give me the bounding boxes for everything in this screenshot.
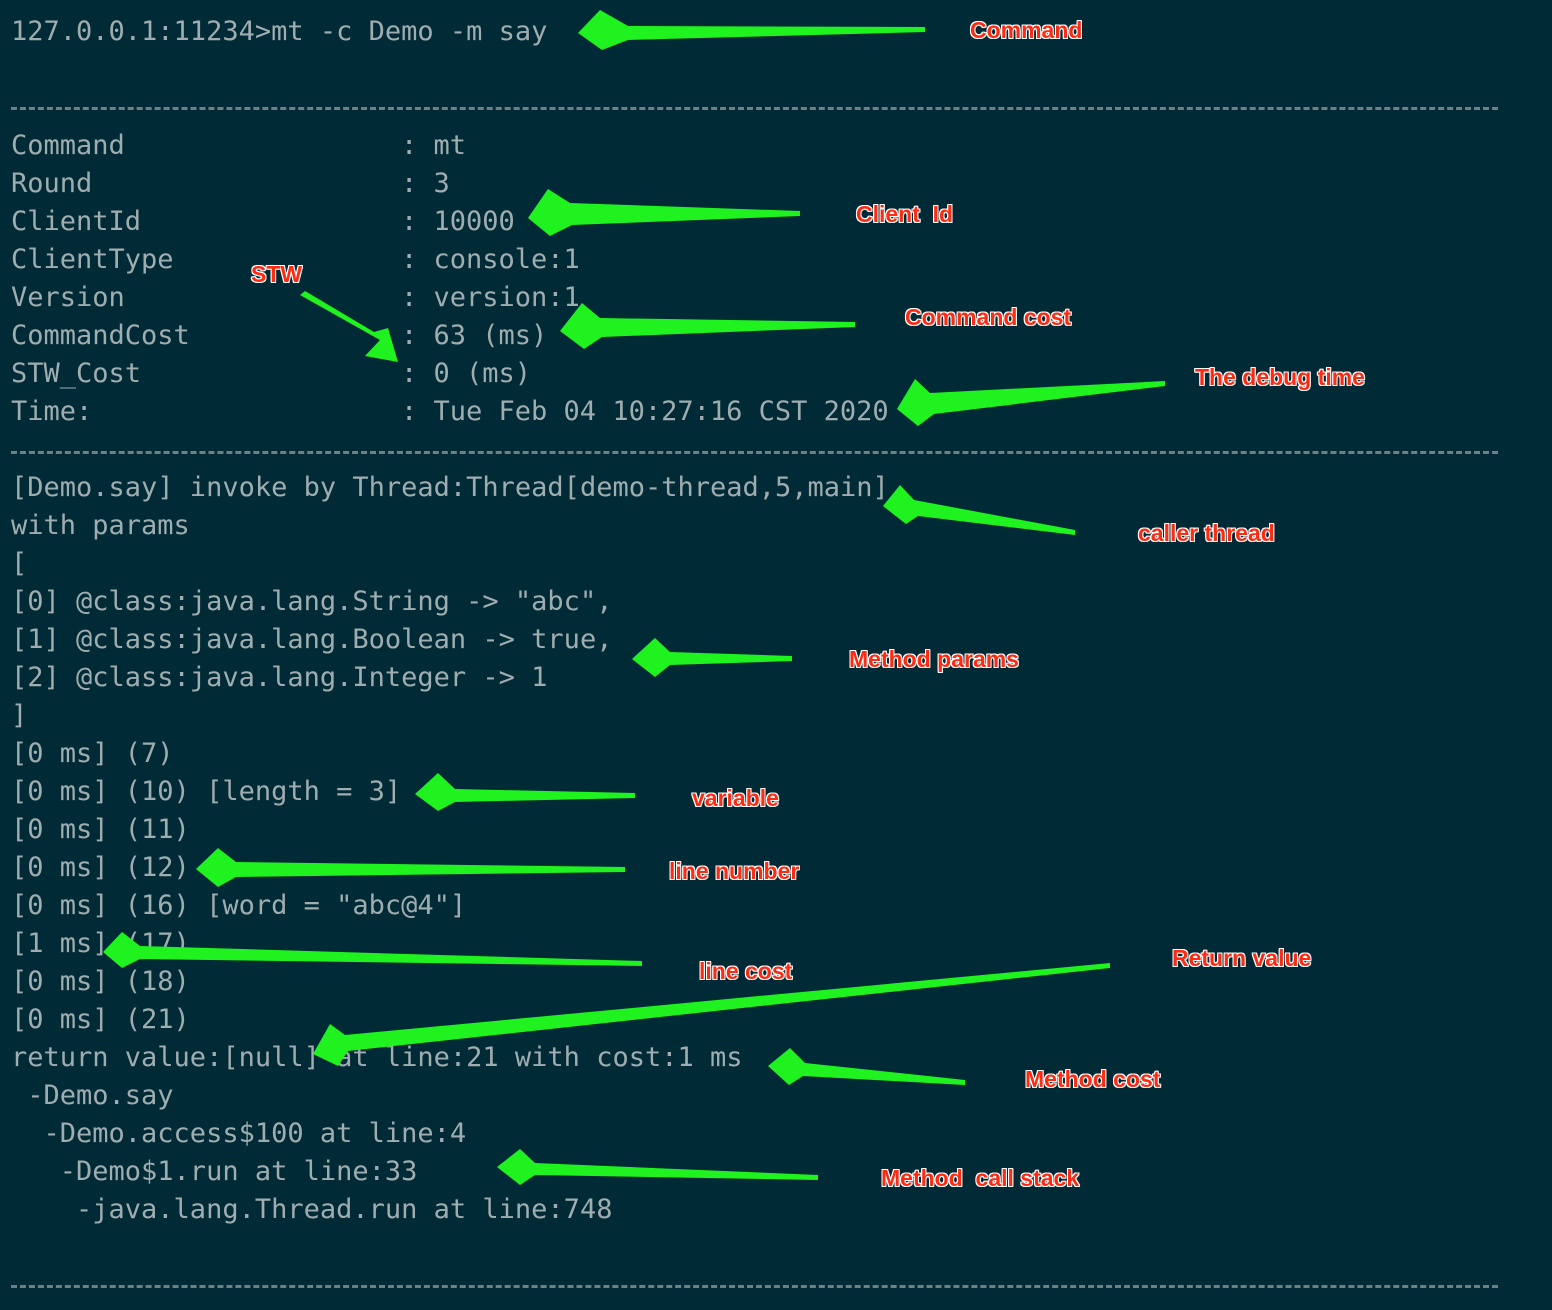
output-line: -Demo.say: [11, 1080, 174, 1111]
annotation-debug-time: The debug time: [1195, 364, 1365, 390]
header-key: Time:: [11, 396, 93, 427]
arrow-return-value-icon: [313, 963, 1110, 1066]
output-line: [2] @class:java.lang.Integer -> 1: [11, 662, 548, 693]
header-row: STW_Cost : 0 (ms): [11, 355, 531, 393]
annotation-line-cost: line cost: [699, 958, 793, 984]
header-row: ClientId : 10000: [11, 203, 515, 241]
annotation-stw: STW: [251, 261, 303, 287]
header-key: Version: [11, 282, 125, 313]
annotation-caller-thread: caller thread: [1138, 520, 1275, 546]
header-key: Round: [11, 168, 93, 199]
output-line: -java.lang.Thread.run at line:748: [11, 1194, 613, 1225]
arrow-command-icon: [578, 10, 925, 50]
output-line: [Demo.say] invoke by Thread:Thread[demo-…: [11, 472, 889, 503]
annotation-variable: variable: [692, 785, 779, 811]
arrow-line-cost-icon: [103, 932, 642, 968]
header-row: Time: : Tue Feb 04 10:27:16 CST 2020: [11, 393, 889, 431]
output-line: [0 ms] (11): [11, 814, 190, 845]
output-line: [0 ms] (12): [11, 852, 190, 883]
output-line: -Demo$1.run at line:33: [11, 1156, 418, 1187]
output-line: [0] @class:java.lang.String -> "abc",: [11, 586, 613, 617]
separator-bottom: [11, 1285, 1498, 1288]
annotation-command: Command: [970, 17, 1083, 43]
header-row: Command : mt: [11, 127, 466, 165]
annotation-method-params: Method params: [849, 646, 1019, 672]
header-value: : console:1: [401, 244, 580, 275]
annotation-method-cost: Method cost: [1025, 1066, 1161, 1092]
separator-top: [11, 107, 1498, 110]
header-value: : 3: [401, 168, 450, 199]
output-line: -Demo.access$100 at line:4: [11, 1118, 467, 1149]
arrow-method-params-icon: [632, 638, 792, 677]
annotation-command-cost: Command cost: [905, 304, 1072, 330]
arrow-call-stack-icon: [497, 1149, 818, 1185]
annotation-return-value: Return value: [1172, 945, 1312, 971]
annotation-line-number: line number: [669, 858, 800, 884]
header-value: : 0 (ms): [401, 358, 532, 389]
output-line: [0 ms] (18): [11, 966, 190, 997]
output-line: [1] @class:java.lang.Boolean -> true,: [11, 624, 613, 655]
header-row: ClientType : console:1: [11, 241, 580, 279]
arrow-variable-icon: [415, 773, 635, 811]
annotation-call-stack: Method call stack: [881, 1165, 1080, 1191]
arrow-method-cost-icon: [768, 1048, 965, 1085]
output-line: with params: [11, 510, 190, 541]
header-value: : Tue Feb 04 10:27:16 CST 2020: [401, 396, 889, 427]
header-value: : 63 (ms): [401, 320, 548, 351]
arrow-client-id-icon: [528, 189, 800, 236]
header-key: ClientId: [11, 206, 142, 237]
header-row: Version : version:1: [11, 279, 580, 317]
annotation-client-id: Client Id: [856, 201, 954, 227]
header-key: ClientType: [11, 244, 174, 275]
header-value: : 10000: [401, 206, 515, 237]
output-line: [0 ms] (16) [word = "abc@4"]: [11, 890, 467, 921]
output-line: [0 ms] (10) [length = 3]: [11, 776, 402, 807]
output-line: ]: [11, 700, 28, 731]
header-key: Command: [11, 130, 125, 161]
arrow-caller-thread-icon: [883, 485, 1075, 535]
output-line: [0 ms] (7): [11, 738, 174, 769]
header-value: : mt: [401, 130, 467, 161]
output-line: [0 ms] (21): [11, 1004, 190, 1035]
separator-middle: [11, 451, 1498, 454]
header-key: STW_Cost: [11, 358, 142, 389]
header-row: CommandCost : 63 (ms): [11, 317, 547, 355]
arrow-stw-icon: [300, 291, 398, 362]
header-key: CommandCost: [11, 320, 190, 351]
arrow-command-cost-icon: [560, 303, 855, 349]
header-value: : version:1: [401, 282, 580, 313]
arrow-line-number-icon: [196, 848, 625, 887]
header-row: Round : 3: [11, 165, 450, 203]
output-line: [: [11, 548, 28, 579]
arrow-debug-time-icon: [897, 379, 1165, 426]
command-prompt-line: 127.0.0.1:11234>mt -c Demo -m say: [11, 16, 548, 47]
